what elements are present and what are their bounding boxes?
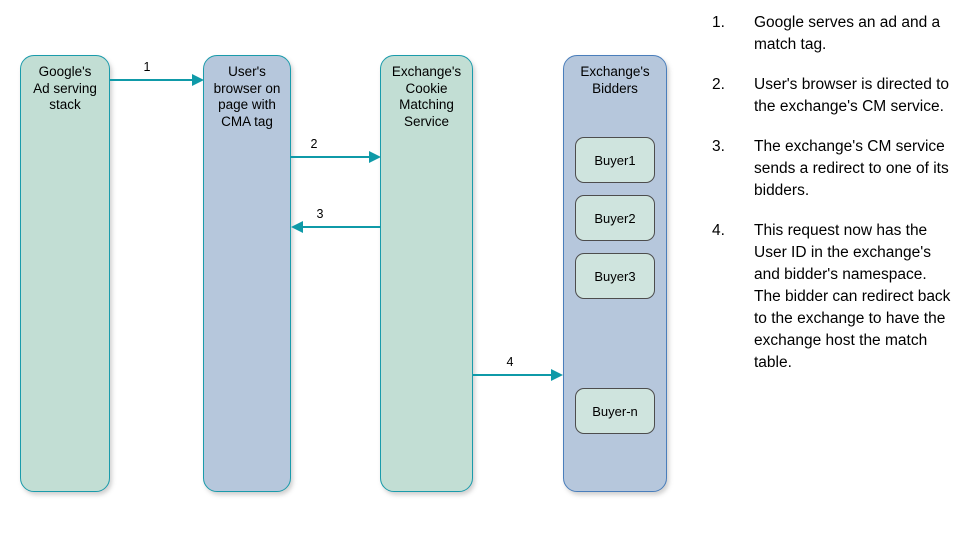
- legend-item-1-number: 1.: [712, 14, 725, 31]
- arrow-1-line: [110, 79, 193, 82]
- legend-list: 1. Google serves an ad and a match tag. …: [706, 12, 954, 392]
- legend-item-1-text: Google serves an ad and a match tag.: [754, 14, 941, 53]
- arrow-4-line: [473, 374, 552, 377]
- arrow-3-head-icon: [291, 221, 303, 233]
- legend-item-1: 1. Google serves an ad and a match tag.: [706, 12, 954, 56]
- arrow-2-line: [290, 156, 370, 159]
- arrow-4-label: 4: [506, 355, 514, 369]
- legend-item-4-number: 4.: [712, 222, 725, 239]
- legend-item-4: 4. This request now has the User ID in t…: [706, 220, 954, 374]
- arrow-1-head-icon: [192, 74, 204, 86]
- arrow-3-line: [302, 226, 381, 229]
- buyer-box-n[interactable]: Buyer-n: [575, 388, 655, 434]
- buyer-box-1[interactable]: Buyer1: [575, 137, 655, 183]
- arrow-1-label: 1: [143, 60, 151, 74]
- legend-item-2: 2. User's browser is directed to the exc…: [706, 74, 954, 118]
- arrow-2-head-icon: [369, 151, 381, 163]
- buyer-box-3[interactable]: Buyer3: [575, 253, 655, 299]
- arrow-4-head-icon: [551, 369, 563, 381]
- legend-item-3-number: 3.: [712, 138, 725, 155]
- arrow-2-label: 2: [310, 137, 318, 151]
- legend-item-3-text: The exchange's CM service sends a redire…: [754, 138, 949, 199]
- arrow-3-label: 3: [316, 207, 324, 221]
- legend-item-4-text: This request now has the User ID in the …: [754, 222, 951, 371]
- legend-item-2-number: 2.: [712, 76, 725, 93]
- buyer-box-2[interactable]: Buyer2: [575, 195, 655, 241]
- legend-item-2-text: User's browser is directed to the exchan…: [754, 76, 950, 115]
- legend-item-3: 3. The exchange's CM service sends a red…: [706, 136, 954, 202]
